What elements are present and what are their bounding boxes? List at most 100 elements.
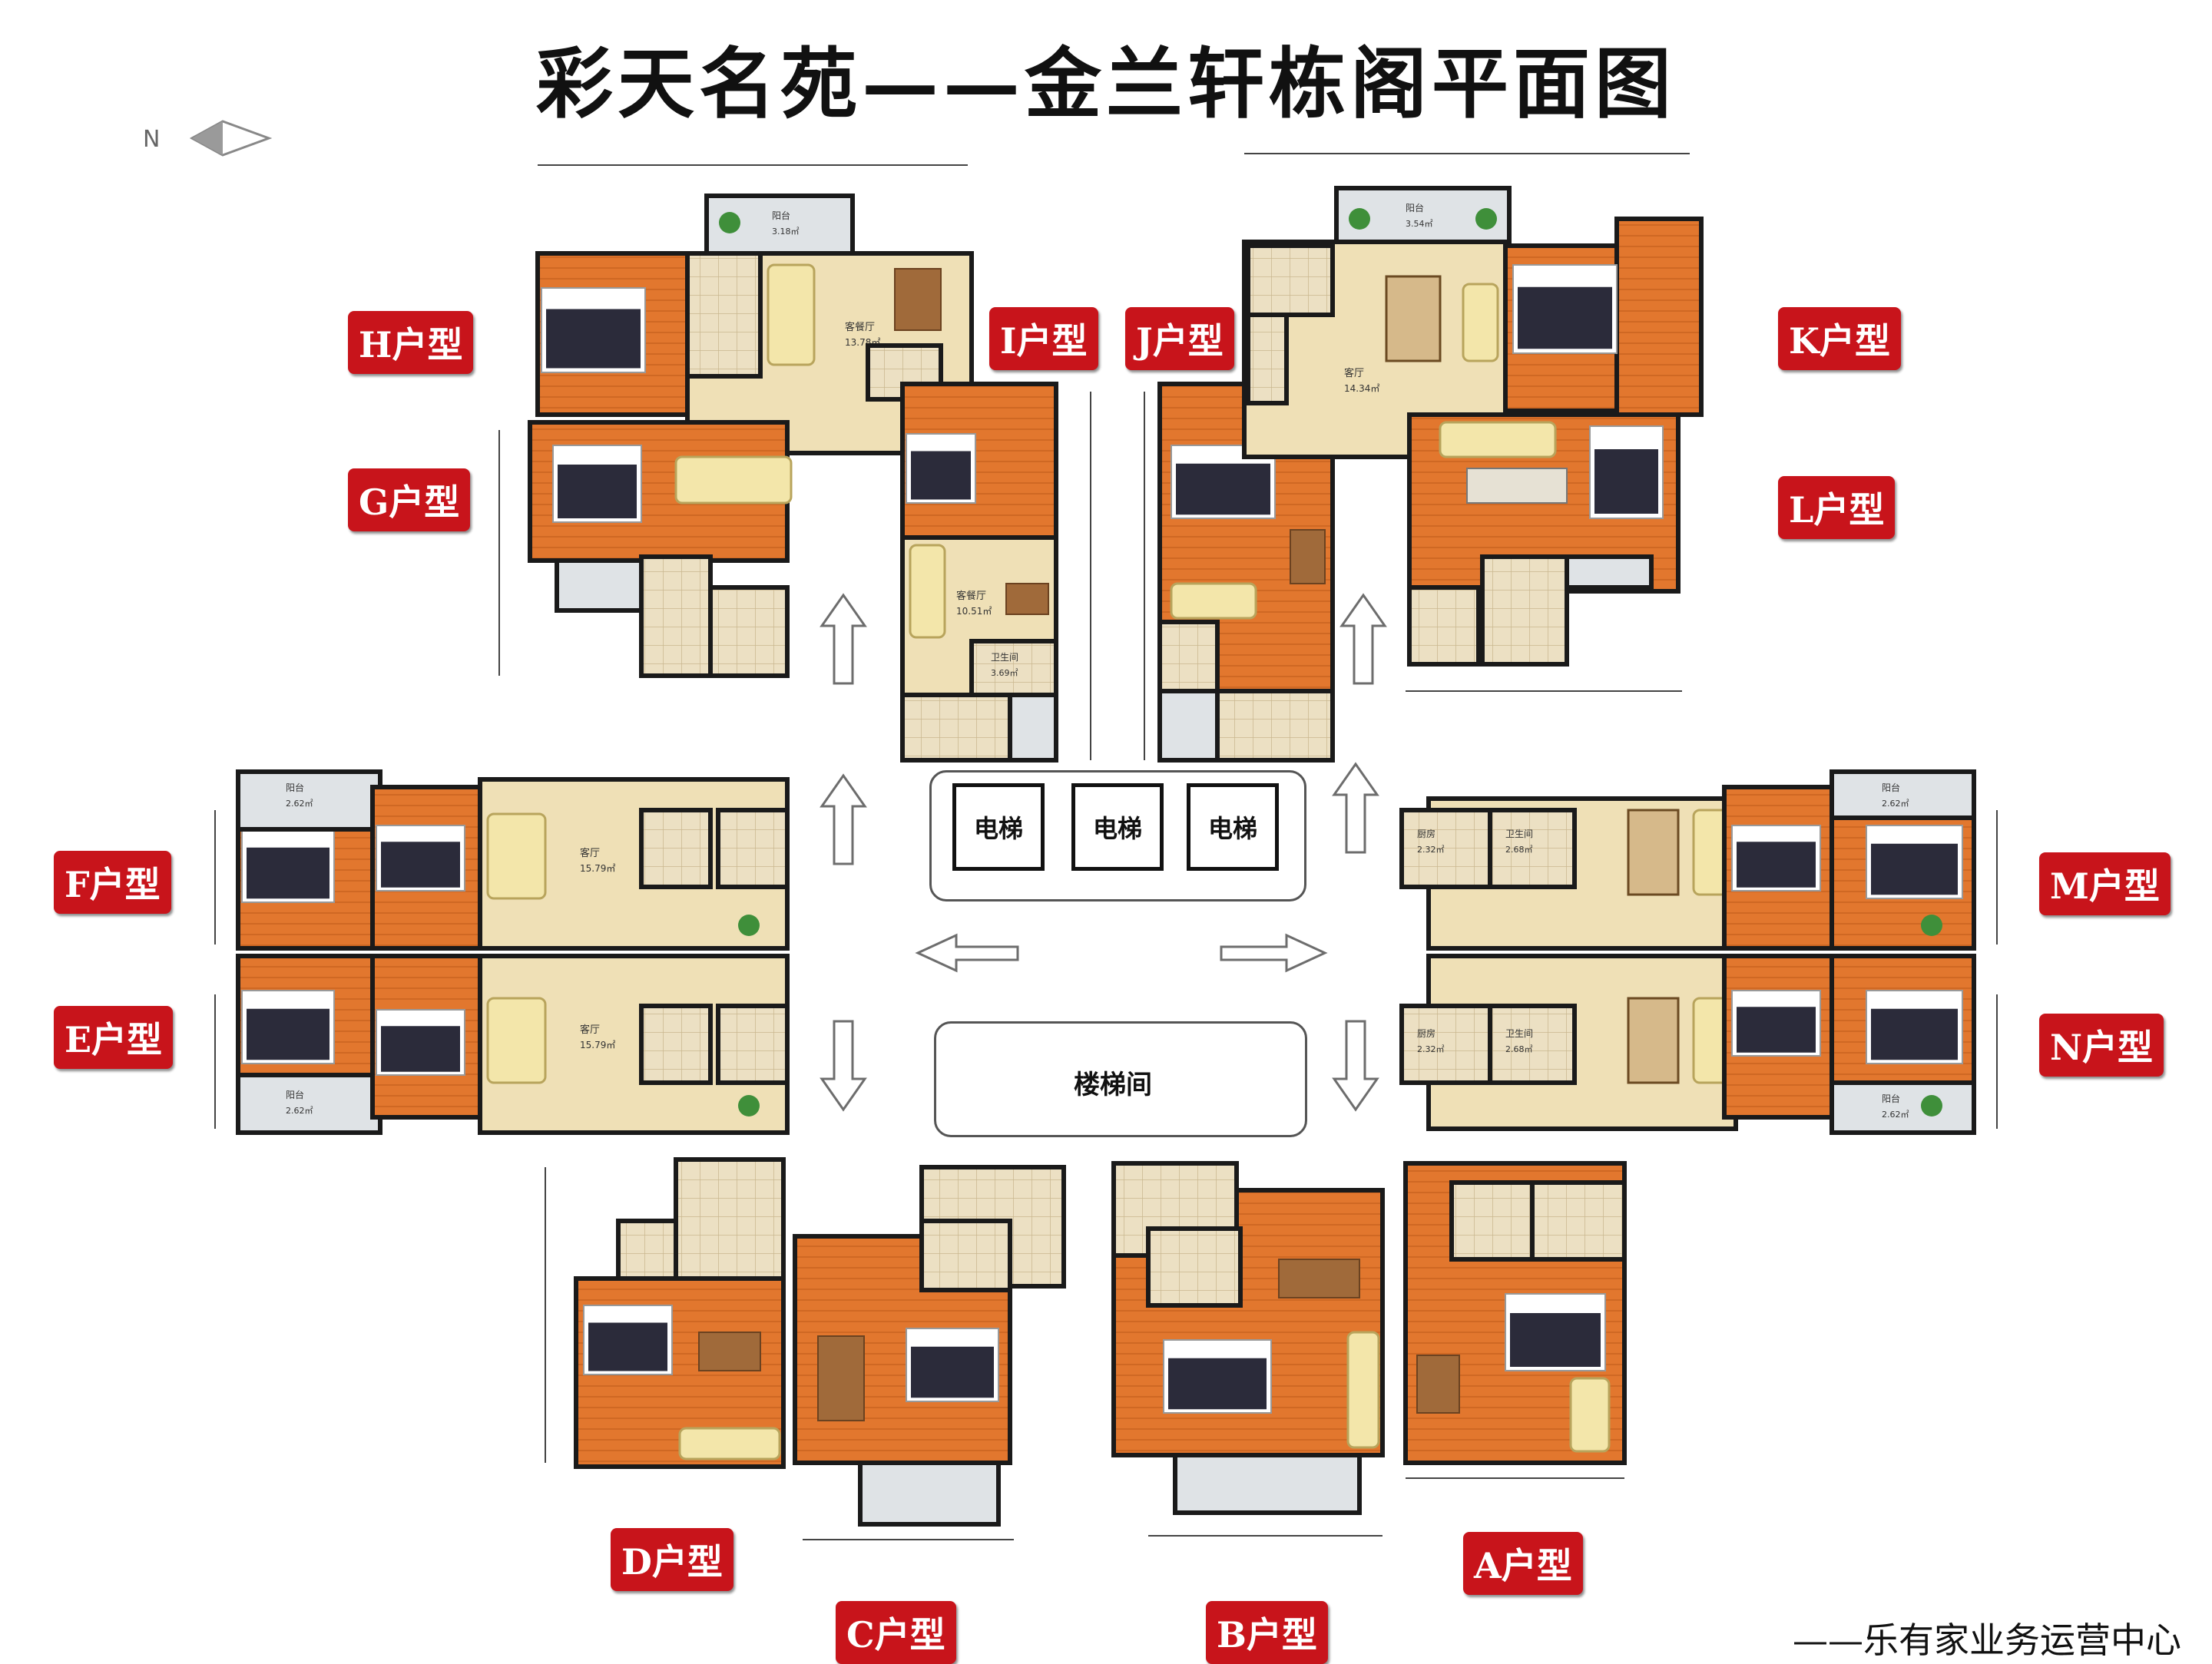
room: [1215, 689, 1335, 763]
arrow-up-icon: [820, 593, 867, 685]
room-label: 客厅: [1344, 367, 1364, 379]
room-label: 2.32㎡: [1417, 1044, 1445, 1054]
bed-icon: [1168, 1358, 1267, 1410]
room: [555, 558, 644, 613]
unit-badge-b: B户型: [1206, 1601, 1328, 1664]
dining-table-icon: [698, 1332, 761, 1371]
room: [1246, 313, 1289, 405]
bed-icon: [1737, 1007, 1816, 1053]
room: [1449, 1180, 1538, 1262]
room-label: 阳台: [1406, 202, 1424, 213]
room: [1488, 808, 1577, 889]
room-label: 10.51㎡: [956, 606, 992, 617]
room: [639, 808, 713, 889]
room-label: 阳台: [286, 1089, 304, 1100]
room: [1565, 554, 1654, 590]
bed-icon: [1871, 1008, 1958, 1060]
elevator-1: 电梯: [952, 783, 1045, 871]
arrow-left-icon: [915, 933, 1019, 973]
room: [1488, 1004, 1577, 1085]
room-label: 客厅: [580, 847, 600, 859]
room-label: 3.69㎡: [991, 668, 1018, 678]
room-label: 卫生间: [1505, 829, 1533, 839]
plant-icon: [1475, 208, 1497, 230]
room: [716, 1004, 790, 1085]
sofa-icon: [909, 544, 946, 639]
room-label: 2.62㎡: [286, 1106, 313, 1116]
sofa-icon: [674, 455, 793, 504]
unit-badge-e: E户型: [54, 1006, 174, 1069]
room-label: 卫生间: [991, 652, 1018, 663]
room-label: 3.18㎡: [772, 227, 800, 237]
room-label: 14.34㎡: [1344, 383, 1379, 394]
room: [716, 808, 790, 889]
room: [1008, 693, 1058, 763]
room: [858, 1461, 1001, 1527]
room-label: 2.62㎡: [286, 799, 313, 809]
bed-icon: [588, 1322, 667, 1371]
plant-icon: [1921, 1095, 1942, 1117]
sofa-icon: [1569, 1377, 1611, 1453]
room: [1399, 1004, 1504, 1085]
sofa-icon: [1439, 421, 1557, 458]
bed-icon: [247, 1008, 329, 1060]
north-arrow-icon: [189, 120, 273, 157]
room: [1157, 689, 1220, 763]
plant-icon: [1921, 915, 1942, 936]
dining-table-icon: [1290, 529, 1326, 584]
room: [639, 1004, 713, 1085]
bed-icon: [1510, 1313, 1601, 1367]
room-label: 厨房: [1417, 1027, 1435, 1039]
bed-icon: [558, 465, 637, 518]
room-label: 3.54㎡: [1406, 219, 1433, 229]
room: [900, 693, 1012, 763]
room: [708, 585, 790, 678]
page-title: 彩天名苑——金兰轩栋阁平面图: [536, 38, 1676, 129]
unit-badge-n: N户型: [2039, 1014, 2164, 1077]
bed-icon: [911, 451, 971, 500]
bed-icon: [1737, 842, 1816, 888]
elevator-2: 电梯: [1071, 783, 1164, 871]
sofa-icon: [486, 997, 547, 1084]
room-label: 阳台: [286, 782, 304, 793]
plant-icon: [738, 1095, 760, 1117]
room: [969, 639, 1058, 697]
unit-badge-l: L户型: [1778, 476, 1896, 539]
arrow-up-icon: [1332, 762, 1379, 854]
sofa-icon: [1462, 283, 1499, 362]
stairwell: [934, 1021, 1307, 1137]
room: [1480, 554, 1569, 667]
room: [1530, 1180, 1627, 1262]
room-label: 15.79㎡: [580, 1040, 615, 1050]
room-label: 2.62㎡: [1882, 1110, 1909, 1120]
room-label: 15.79㎡: [580, 863, 615, 874]
sofa-icon: [767, 263, 816, 366]
bed-icon: [381, 1026, 460, 1072]
room-label: 阳台: [1882, 782, 1900, 793]
rug-icon: [1627, 809, 1680, 896]
bed-icon: [1518, 286, 1612, 349]
room: [1830, 1080, 1976, 1135]
bed-icon: [1176, 463, 1270, 515]
sofa-icon: [678, 1427, 781, 1461]
room: [685, 251, 763, 379]
room: [674, 1157, 786, 1281]
arrow-down-icon: [1332, 1020, 1379, 1112]
room: [639, 554, 713, 678]
room: [1407, 585, 1481, 667]
coffee-table-icon: [1466, 468, 1568, 504]
bed-icon: [1594, 449, 1658, 514]
unit-badge-f: F户型: [54, 851, 171, 914]
sofa-icon: [486, 812, 547, 900]
plant-icon: [1349, 208, 1370, 230]
arrow-up-icon: [820, 773, 867, 865]
room: [919, 1219, 1012, 1292]
dining-table-icon: [1005, 583, 1049, 615]
room: [1614, 217, 1704, 417]
bed-icon: [247, 847, 329, 899]
room-label: 客餐厅: [845, 321, 875, 333]
room-label: 厨房: [1417, 828, 1435, 839]
room-label: 卫生间: [1505, 1028, 1533, 1039]
